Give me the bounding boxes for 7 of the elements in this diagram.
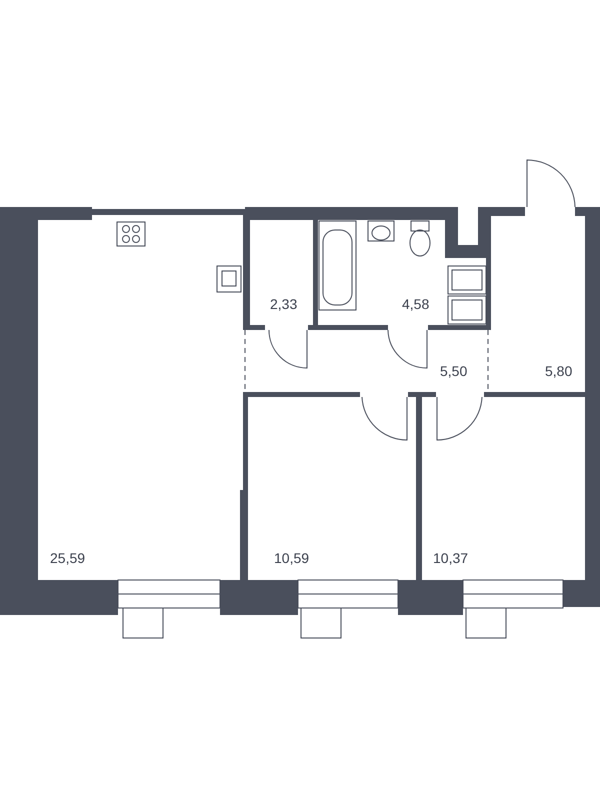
room-area-label: 10,37 [433, 550, 468, 566]
room-area-label: 2,33 [270, 296, 298, 312]
room-area-label: 5,50 [440, 363, 468, 379]
room-area-label: 5,80 [545, 363, 572, 379]
room-area-label: 4,58 [402, 296, 430, 312]
room-area-label: 25,59 [50, 550, 86, 566]
room-area-label: 10,59 [274, 550, 310, 566]
